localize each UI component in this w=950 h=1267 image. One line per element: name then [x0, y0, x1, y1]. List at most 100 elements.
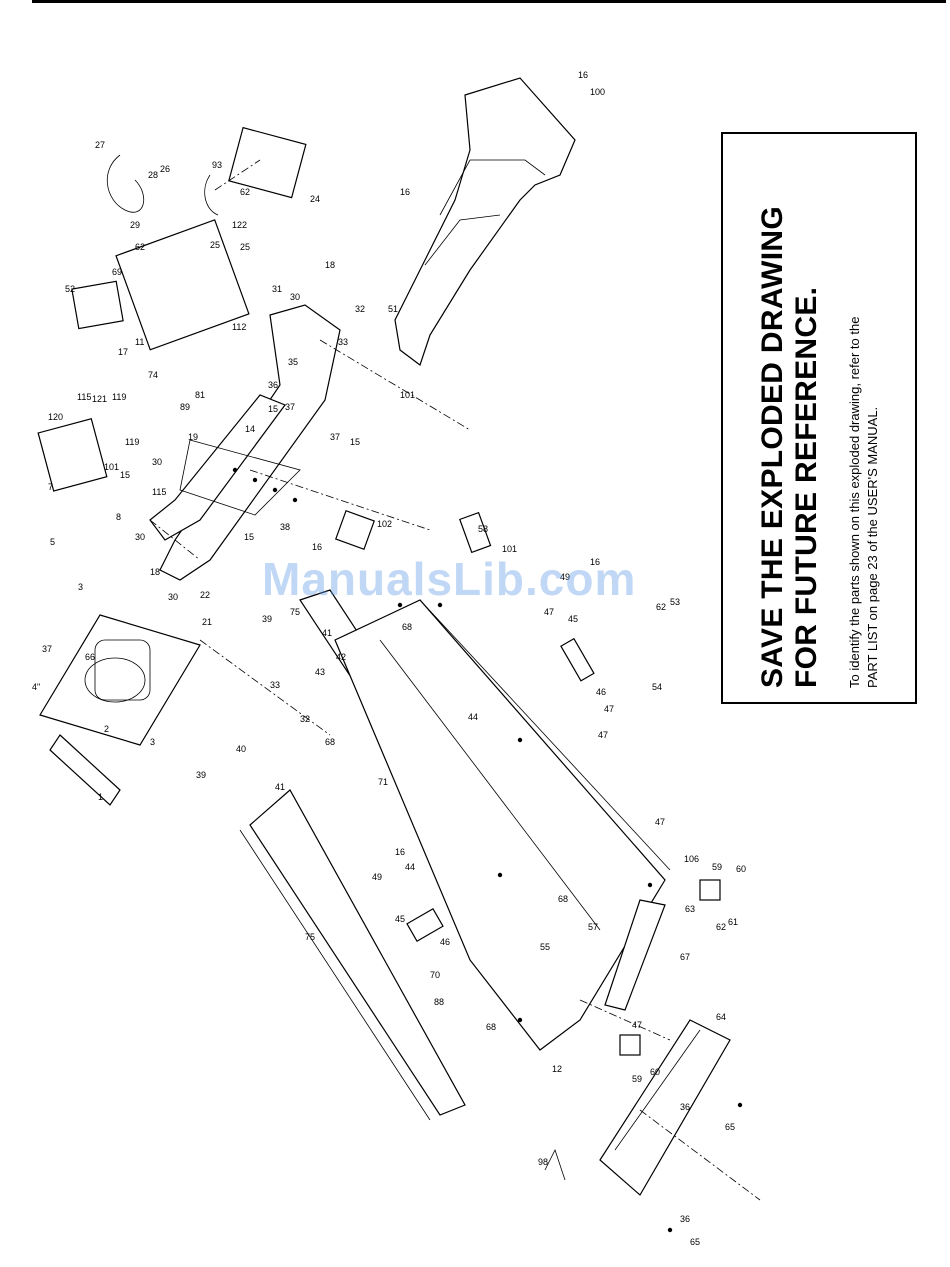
part-label: 65	[690, 1237, 700, 1247]
part-label: 47	[598, 730, 608, 740]
part-label: 30	[168, 592, 178, 602]
part-label: 3	[78, 582, 83, 592]
part-label: 62	[240, 187, 250, 197]
part-label: 52	[65, 284, 75, 294]
part-label: 38	[280, 522, 290, 532]
part-label: 25	[210, 240, 220, 250]
part-label: 47	[604, 704, 614, 714]
part-label: 60	[736, 864, 746, 874]
part-label: 17	[118, 347, 128, 357]
part-label: 33	[338, 337, 348, 347]
part-label: 33	[270, 680, 280, 690]
watermark-logo: ManualsLib.com	[262, 553, 637, 605]
part-label: 1	[98, 792, 103, 802]
part-label: 27	[95, 140, 105, 150]
part-label: 59	[712, 862, 722, 872]
part-label: 39	[262, 614, 272, 624]
part-label: 70	[430, 970, 440, 980]
part-label: 100	[590, 87, 605, 97]
part-label: 35	[288, 357, 298, 367]
part-label: 68	[486, 1022, 496, 1032]
part-label: 68	[402, 622, 412, 632]
part-label: 24	[310, 194, 320, 204]
part-label: 21	[202, 617, 212, 627]
part-label: 45	[395, 914, 405, 924]
reference-note-title-line-2: FOR FUTURE REFERENCE.	[790, 286, 823, 688]
part-label: 54	[652, 682, 662, 692]
part-label: 30	[135, 532, 145, 542]
part-label: 5	[50, 537, 55, 547]
part-label: 51	[388, 304, 398, 314]
part-label: 36	[680, 1214, 690, 1224]
part-label: 63	[685, 904, 695, 914]
part-label: 62	[716, 922, 726, 932]
part-label: 14	[245, 424, 255, 434]
part-label: 42	[336, 652, 346, 662]
part-label: 120	[48, 412, 63, 422]
part-label: 40	[236, 744, 246, 754]
part-label: 25	[240, 242, 250, 252]
part-label: 46	[440, 937, 450, 947]
part-label: 93	[212, 160, 222, 170]
part-label: 30	[152, 457, 162, 467]
reference-note-instructions: To identify the parts shown on this expl…	[846, 148, 882, 688]
part-label: 36	[680, 1102, 690, 1112]
reference-note-title-line-1: SAVE THE EXPLODED DRAWING	[756, 206, 789, 688]
part-label: 3	[150, 737, 155, 747]
part-label: 41	[275, 782, 285, 792]
part-label: 102	[377, 519, 392, 529]
part-label: 22	[200, 590, 210, 600]
part-label: 47	[544, 607, 554, 617]
part-label: 45	[568, 614, 578, 624]
part-label: 101	[502, 544, 517, 554]
part-label: 18	[325, 260, 335, 270]
part-label: 41	[322, 628, 332, 638]
part-label: 15	[268, 404, 278, 414]
part-label: 28	[148, 170, 158, 180]
part-label: 30	[290, 292, 300, 302]
part-label: 2	[104, 724, 109, 734]
top-rule	[32, 0, 946, 3]
part-label: 68	[325, 737, 335, 747]
part-label: 119	[125, 437, 139, 447]
part-label: 88	[434, 997, 444, 1007]
part-label: 32	[300, 714, 310, 724]
part-label: 49	[560, 572, 570, 582]
part-label: 71	[378, 777, 388, 787]
part-label: 115	[77, 392, 91, 402]
part-label: 121	[92, 394, 107, 404]
part-label: 75	[290, 607, 300, 617]
part-label: 55	[540, 942, 550, 952]
part-label: 37	[285, 402, 295, 412]
part-label: 12	[552, 1064, 562, 1074]
part-label: 19	[188, 432, 198, 442]
part-label: 16	[590, 557, 600, 567]
part-label: 16	[395, 847, 405, 857]
part-label: 101	[104, 462, 119, 472]
part-label: 89	[180, 402, 190, 412]
part-label: 65	[725, 1122, 735, 1132]
part-label: 75	[305, 932, 315, 942]
part-label: 16	[400, 187, 410, 197]
part-label: 44	[405, 862, 415, 872]
part-label: 37	[42, 644, 52, 654]
part-label: 15	[120, 470, 130, 480]
part-label: 44	[468, 712, 478, 722]
part-label: 31	[272, 284, 282, 294]
part-label: 37	[330, 432, 340, 442]
part-label: 7	[48, 482, 53, 492]
reference-note-title: SAVE THE EXPLODED DRAWING FOR FUTURE REF…	[756, 148, 824, 688]
part-label: 62	[656, 602, 666, 612]
part-label: 67	[680, 952, 690, 962]
part-label: 61	[728, 917, 738, 927]
part-label: 112	[232, 322, 246, 332]
part-label: 59	[632, 1074, 642, 1084]
part-label: 119	[112, 392, 126, 402]
part-label: 66	[85, 652, 95, 662]
reference-note-box: SAVE THE EXPLODED DRAWING FOR FUTURE REF…	[721, 132, 917, 704]
part-label: 60	[650, 1067, 660, 1077]
part-label: 53	[670, 597, 680, 607]
part-label: 115	[152, 487, 166, 497]
part-label: 16	[312, 542, 322, 552]
